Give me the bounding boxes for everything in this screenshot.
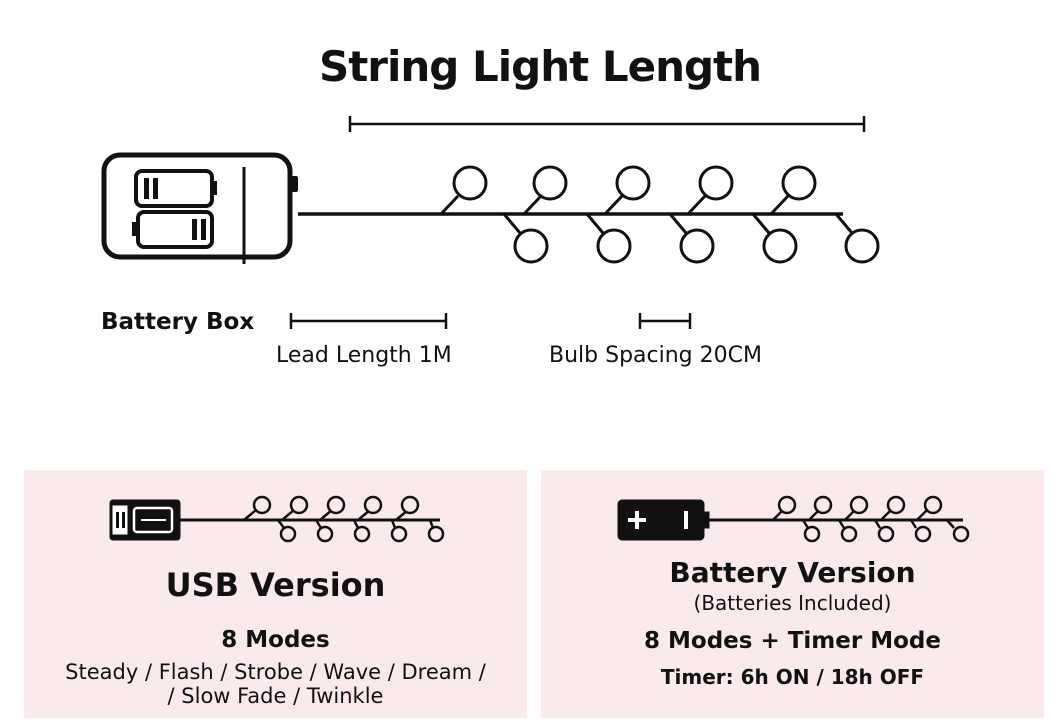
string-length-dimension [348,116,866,132]
page-title: String Light Length [318,42,762,91]
lead-length-dimension [289,313,448,329]
usb-mode-list-line2: / Slow Fade / Twinkle [167,684,384,708]
usb-plug-icon [109,495,445,543]
battery-version-subtitle: (Batteries Included) [693,591,892,615]
usb-version-panel: USB Version 8 Modes Steady / Flash / Str… [24,470,527,718]
battery-version-title: Battery Version [669,556,916,589]
battery-modes-count: 8 Modes + Timer Mode [644,628,941,654]
usb-mode-list-line1: Steady / Flash / Strobe / Wave / Dream / [65,660,486,684]
bulb-icon [439,165,880,264]
battery-timer-text: Timer: 6h ON / 18h OFF [660,665,925,689]
usb-version-title: USB Version [165,566,386,604]
usb-modes-count: 8 Modes [221,627,330,653]
battery-pack-icon [617,495,970,543]
battery-box-label: Battery Box [101,309,255,335]
string-light-diagram [101,116,880,329]
bulb-spacing-dimension [638,313,692,329]
bulb-spacing-label: Bulb Spacing 20CM [549,343,762,368]
lead-length-label: Lead Length 1M [276,343,452,368]
battery-box-icon [101,152,298,264]
battery-version-panel: Battery Version (Batteries Included) 8 M… [541,470,1044,718]
